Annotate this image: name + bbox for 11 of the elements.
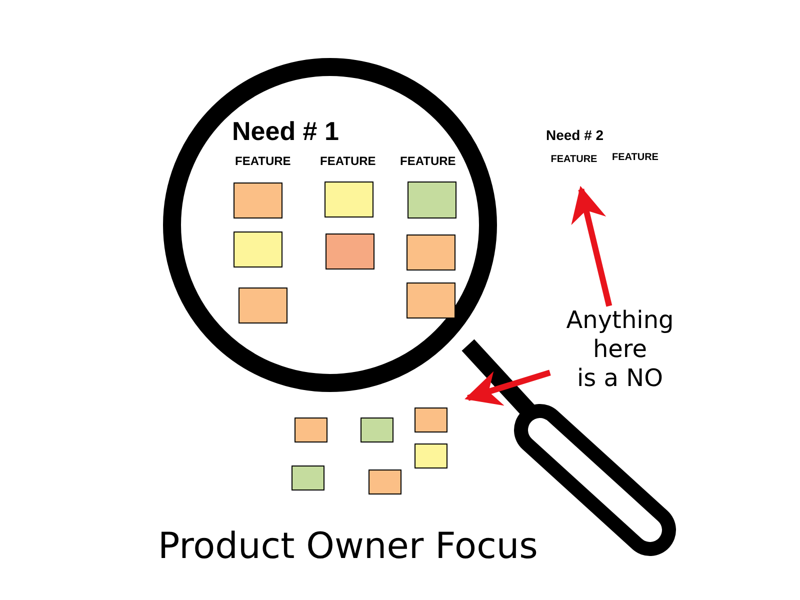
feature-heading: FEATURE xyxy=(612,152,658,163)
arrow xyxy=(464,370,551,406)
feature-heading: FEATURE xyxy=(235,154,291,168)
need-heading: Need # 2 xyxy=(546,127,604,143)
arrow xyxy=(571,186,612,307)
title: Product Owner Focus xyxy=(158,526,538,567)
feature-heading: FEATURE xyxy=(320,154,376,168)
need-heading: Need # 1 xyxy=(232,116,339,147)
feature-heading: FEATURE xyxy=(550,153,598,166)
feature-heading: FEATURE xyxy=(400,154,456,168)
callout-text: Anything here is a NO xyxy=(565,306,675,393)
